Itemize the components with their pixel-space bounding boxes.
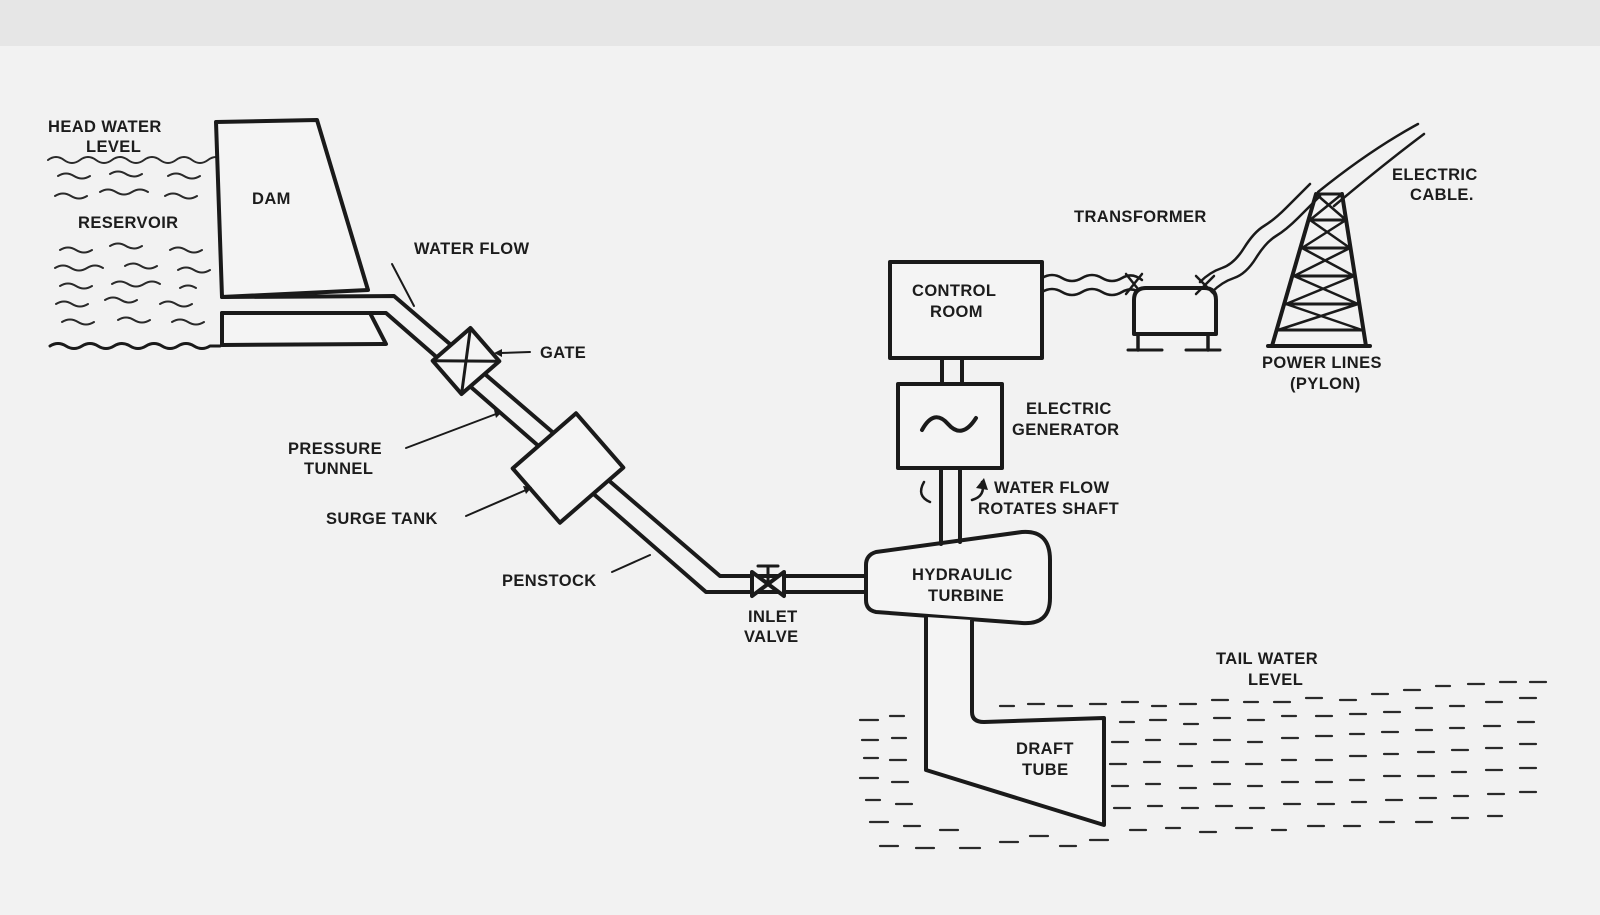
label-cable: CABLE. xyxy=(1410,186,1474,204)
generator-control-link xyxy=(940,356,964,386)
label-penstock: PENSTOCK xyxy=(502,572,597,590)
label-draft: DRAFT xyxy=(1016,740,1074,758)
control-room-cable xyxy=(1040,272,1144,297)
label-tail-water-level: LEVEL xyxy=(1248,671,1303,689)
hydraulic-turbine xyxy=(864,529,1052,626)
label-reservoir: RESERVOIR xyxy=(78,214,179,232)
control-room xyxy=(888,260,1044,360)
dam xyxy=(214,118,388,347)
label-electric: ELECTRIC xyxy=(1026,400,1112,418)
label-power-lines: POWER LINES xyxy=(1262,354,1382,372)
label-transformer: TRANSFORMER xyxy=(1074,208,1207,226)
reservoir-water xyxy=(47,156,225,350)
label-gate: GATE xyxy=(540,344,586,362)
draft-tube xyxy=(924,617,1106,827)
label-control: CONTROL xyxy=(912,282,996,300)
label-water-flow: WATER FLOW xyxy=(414,240,530,258)
label-tube: TUBE xyxy=(1022,761,1069,779)
label-dam: DAM xyxy=(252,190,291,208)
transformer-cable xyxy=(1194,182,1322,296)
leader-lines xyxy=(391,263,651,573)
label-tail-water: TAIL WATER xyxy=(1216,650,1318,668)
label-head-water: HEAD WATER xyxy=(48,118,162,136)
pylon xyxy=(1266,192,1372,348)
label-hydraulic: HYDRAULIC xyxy=(912,566,1013,584)
label-head-water-level: LEVEL xyxy=(86,138,141,156)
surge-tank xyxy=(510,411,626,525)
gate xyxy=(430,325,502,397)
label-rotates-shaft: ROTATES SHAFT xyxy=(978,500,1119,518)
label-pylon: (PYLON) xyxy=(1290,375,1361,393)
label-surge-tank: SURGE TANK xyxy=(326,510,438,528)
label-inlet: INLET xyxy=(748,608,798,626)
label-tunnel: TUNNEL xyxy=(304,460,373,478)
label-turbine: TURBINE xyxy=(928,587,1004,605)
diagram-labels: HEAD WATER LEVEL RESERVOIR DAM WATER FLO… xyxy=(48,118,1478,779)
tail-water xyxy=(858,680,1548,850)
electric-cable xyxy=(1316,122,1426,208)
electric-generator xyxy=(896,382,1004,470)
label-generator: GENERATOR xyxy=(1012,421,1120,439)
label-room: ROOM xyxy=(930,303,983,321)
turbine-shaft xyxy=(919,466,988,546)
transformer xyxy=(1126,286,1222,352)
label-electric-cable: ELECTRIC xyxy=(1392,166,1478,184)
inlet-valve xyxy=(750,564,786,598)
label-pressure: PRESSURE xyxy=(288,440,382,458)
label-valve: VALVE xyxy=(744,628,799,646)
page-top-edge xyxy=(0,0,1600,46)
label-water-flow-shaft: WATER FLOW xyxy=(994,479,1110,497)
